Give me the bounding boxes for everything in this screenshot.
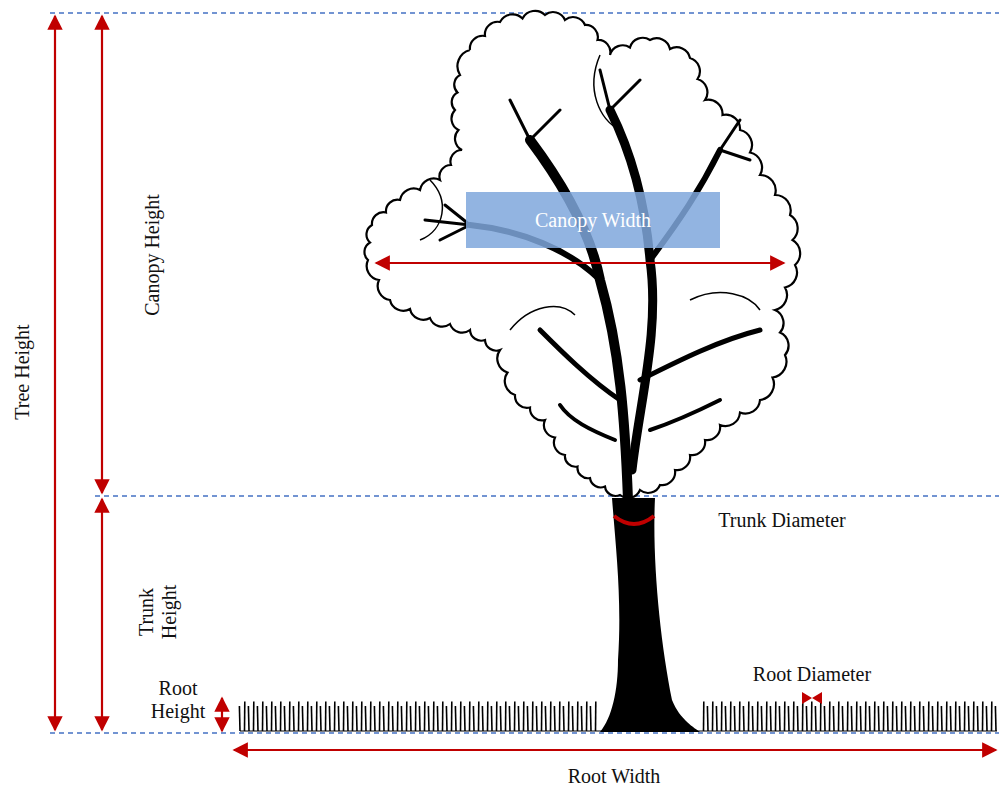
dimension-label: Root Diameter	[712, 663, 912, 686]
canopy-lobe	[690, 293, 760, 310]
trunk	[600, 498, 700, 732]
dimension-label: Trunk Height	[135, 575, 181, 650]
dimension-label: Trunk Diameter	[682, 509, 882, 532]
root-strokes	[239, 702, 997, 732]
box-label: Canopy Width	[535, 209, 651, 232]
dimension-label: Tree Height	[11, 272, 34, 472]
canopy-outline	[364, 11, 800, 498]
dimension-label: Root Width	[514, 765, 714, 788]
dimension-label: Canopy Height	[141, 145, 164, 365]
branches	[425, 70, 760, 500]
dimension-arrows	[55, 16, 996, 750]
dimension-box: Canopy Width	[466, 192, 720, 248]
canopy-lobe	[510, 307, 575, 330]
canopy-lobe	[420, 180, 442, 240]
dimension-label: Root Height	[143, 677, 213, 723]
canopy	[364, 11, 800, 498]
root-diameter-mark	[802, 692, 822, 704]
